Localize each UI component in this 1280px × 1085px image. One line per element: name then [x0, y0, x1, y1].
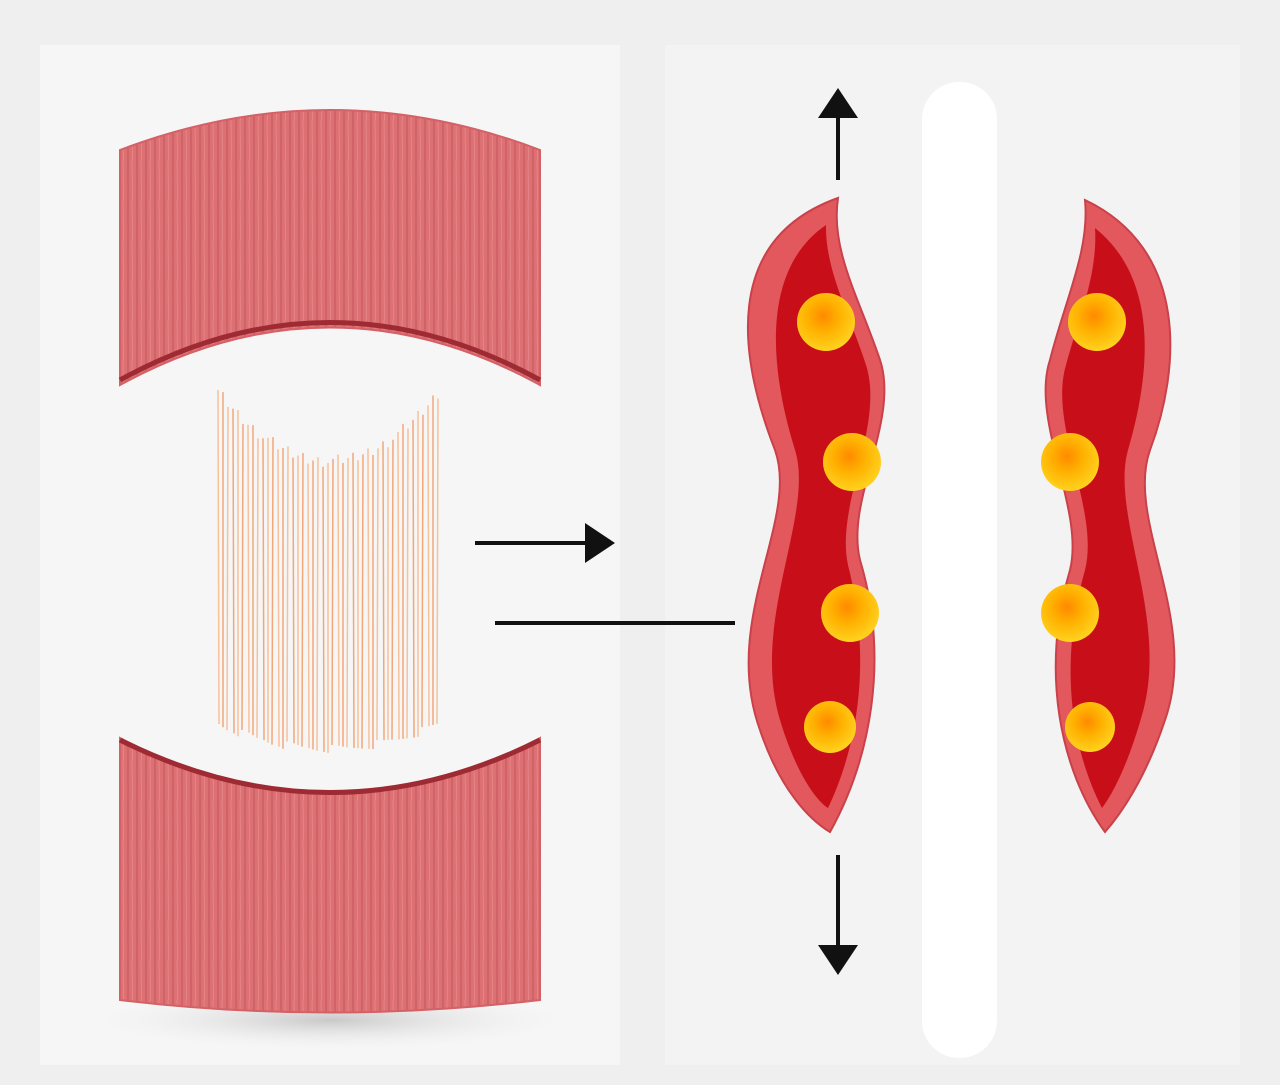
up-arrow-icon — [818, 88, 858, 118]
torn-fiber — [376, 448, 379, 741]
nucleus — [821, 584, 879, 642]
separator-bar — [922, 82, 997, 1058]
upper-muscle-segment — [119, 109, 541, 387]
torn-fiber — [331, 458, 334, 745]
nucleus — [1041, 584, 1099, 642]
nucleus — [1065, 702, 1115, 752]
cell-cytoplasm — [771, 225, 871, 808]
nucleus — [804, 701, 856, 753]
torn-fiber — [286, 446, 289, 742]
torn-fiber — [247, 424, 250, 733]
torn-fiber — [361, 454, 364, 749]
nucleus — [1068, 293, 1126, 351]
torn-fiber — [391, 439, 394, 740]
torn-fiber — [427, 405, 430, 727]
torn-fiber — [316, 457, 319, 751]
lower-torn-edge — [118, 737, 542, 795]
torn-fiber — [406, 428, 409, 739]
torn-fibers — [217, 389, 439, 753]
cell-cytoplasm — [1062, 228, 1150, 808]
torn-fiber — [337, 454, 340, 746]
torn-fiber — [322, 466, 325, 752]
muscle-cell-right — [1041, 198, 1176, 834]
torn-fiber — [262, 438, 265, 741]
torn-fiber — [277, 449, 280, 747]
torn-fiber — [421, 414, 424, 728]
down-arrow-icon — [818, 945, 858, 975]
torn-fiber — [292, 457, 295, 744]
torn-fiber — [307, 463, 310, 749]
nucleus — [823, 433, 881, 491]
torn-fiber — [271, 437, 274, 745]
torn-muscle — [90, 109, 570, 1050]
torn-fiber — [352, 452, 355, 748]
nucleus — [797, 293, 855, 351]
torn-fiber — [412, 419, 415, 738]
right-arrow-icon — [585, 523, 615, 563]
torn-fiber — [346, 457, 349, 748]
arrows — [475, 88, 858, 975]
nucleus — [1041, 433, 1099, 491]
torn-fiber — [256, 438, 259, 738]
torn-fiber — [226, 407, 229, 731]
upper-torn-edge — [118, 320, 542, 383]
torn-fiber — [241, 423, 244, 730]
torn-fiber — [367, 448, 370, 749]
torn-fiber — [382, 441, 385, 741]
torn-fiber — [217, 389, 220, 725]
torn-fiber — [232, 408, 235, 734]
stretched-muscle-cell-left — [746, 196, 886, 834]
torn-fiber — [436, 398, 439, 724]
torn-fiber — [301, 453, 304, 747]
torn-fiber — [397, 431, 400, 740]
